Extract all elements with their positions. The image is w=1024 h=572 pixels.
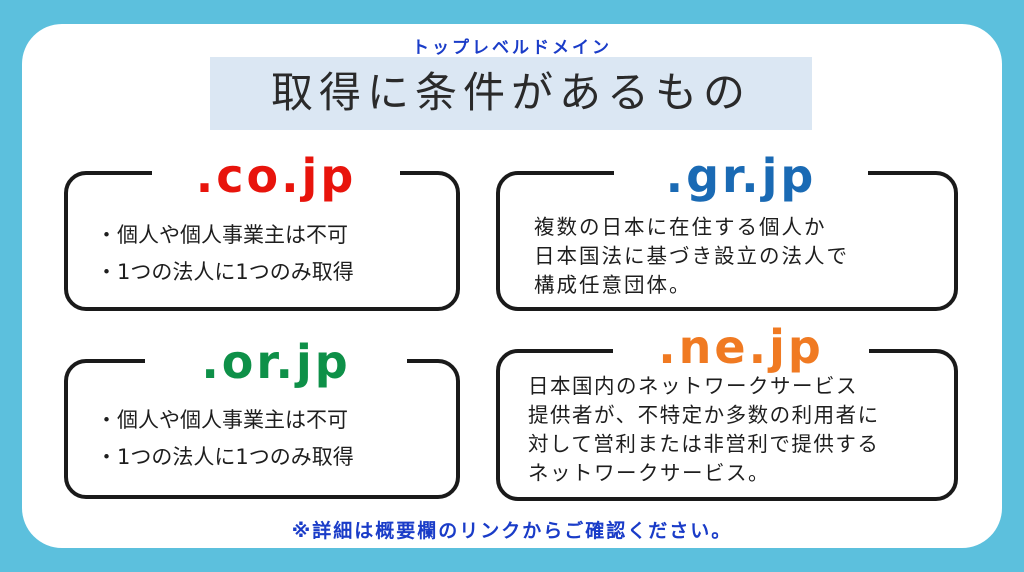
bullet-or-jp-1: ・個人や個人事業主は不可 <box>96 408 348 432</box>
label-ne-jp: .ne.jp <box>613 320 869 374</box>
label-co-jp: .co.jp <box>152 149 400 203</box>
bullet-or-jp-2: ・1つの法人に1つのみ取得 <box>96 445 354 469</box>
bullets-co-jp: ・個人や個人事業主は不可 ・1つの法人に1つのみ取得 <box>96 217 354 291</box>
bullet-co-jp-1: ・個人や個人事業主は不可 <box>96 223 348 247</box>
title-band <box>210 57 812 130</box>
footer-note: ※詳細は概要欄のリンクからご確認ください。 <box>291 520 733 542</box>
card-ne-jp <box>496 349 958 501</box>
label-gr-jp: .gr.jp <box>614 149 868 203</box>
description-ne-jp: 日本国内のネットワークサービス 提供者が、不特定か多数の利用者に 対して営利また… <box>528 374 880 485</box>
bullets-or-jp: ・個人や個人事業主は不可 ・1つの法人に1つのみ取得 <box>96 402 354 476</box>
subtitle: トップレベルドメイン <box>412 38 612 58</box>
label-or-jp: .or.jp <box>145 335 407 389</box>
description-gr-jp: 複数の日本に在住する個人か 日本国法に基づき設立の法人で 構成任意団体。 <box>534 215 849 297</box>
page-title: 取得に条件があるもの <box>270 68 751 117</box>
bullet-co-jp-2: ・1つの法人に1つのみ取得 <box>96 260 354 284</box>
